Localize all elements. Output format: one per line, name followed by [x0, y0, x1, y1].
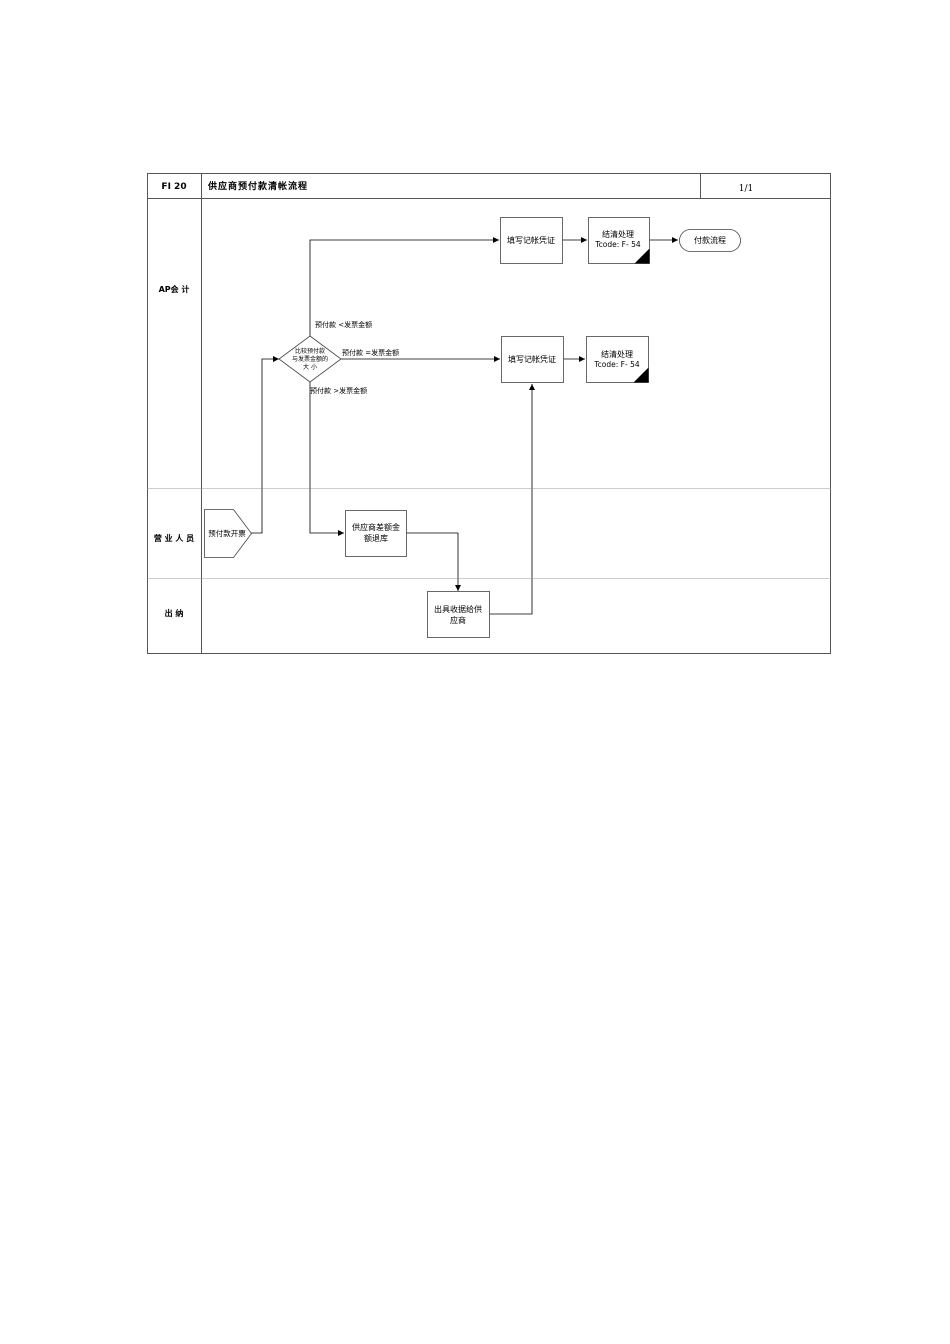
node-clear-2-line2: Tcode: F- 54 [593, 360, 639, 369]
node-compare-line3: 大 小 [303, 363, 317, 371]
node-prepay-invoice: 预付款开票 [204, 509, 252, 558]
edge-label-less-than: 预付款 <发票金额 [315, 320, 372, 329]
document-corner-mark [633, 367, 649, 383]
node-refund-line2: 额退库 [364, 533, 388, 543]
lane-label-sales: 营 业 人 员 [154, 533, 194, 543]
edge-label-equal: 预付款 =发票金额 [342, 348, 399, 357]
node-cashier-receipt: 出具收据给供 应商 [427, 591, 490, 638]
edge-refund-to-cashier [406, 532, 461, 591]
node-compare-line1: 比较预付款 [295, 347, 325, 355]
edge-compare-to-refund [309, 382, 344, 536]
lane-label-cashier: 出 纳 [165, 608, 184, 618]
node-refund-line1: 供应商差额金 [352, 522, 400, 532]
node-fill-voucher-1-label: 填写记帐凭证 [507, 235, 555, 245]
diagram-frame [147, 173, 831, 654]
node-clear-1-line1: 结清处理 [602, 229, 634, 239]
process-code: FI 20 [161, 182, 186, 192]
edge-cashier-to-voucher2 [489, 384, 535, 615]
edge-prepay-to-compare [251, 356, 279, 534]
node-clear-2-line1: 结清处理 [601, 349, 633, 359]
node-cashier-line2: 应商 [450, 615, 466, 625]
node-clear-1: 结清处理 Tcode: F- 54 [588, 217, 650, 264]
node-payment-flow-label: 付款流程 [694, 235, 726, 245]
node-prepay-invoice-label: 预付款开票 [208, 528, 246, 538]
node-compare-decision: 比较预付款 与发票金额的 大 小 [278, 335, 342, 383]
node-clear-2: 结清处理 Tcode: F- 54 [586, 336, 649, 383]
node-refund: 供应商差额金 额退库 [345, 510, 407, 557]
edge-label-greater-than: 预付款 >发票金额 [310, 386, 367, 395]
node-fill-voucher-2-label: 填写记帐凭证 [508, 354, 556, 364]
node-fill-voucher-1: 填写记帐凭证 [500, 217, 563, 264]
document-corner-mark [634, 248, 650, 264]
node-cashier-line1: 出具收据给供 [434, 604, 482, 614]
node-fill-voucher-2: 填写记帐凭证 [501, 336, 564, 383]
edge-compare-to-voucher1 [309, 237, 499, 336]
process-title: 供应商预付款清帐流程 [207, 180, 308, 192]
page-number: 1/1 [739, 184, 753, 194]
node-clear-1-line2: Tcode: F- 54 [594, 240, 640, 249]
node-payment-flow: 付款流程 [679, 229, 741, 252]
node-compare-line2: 与发票金额的 [292, 355, 328, 363]
lane-label-ap: AP会 计 [159, 284, 190, 294]
